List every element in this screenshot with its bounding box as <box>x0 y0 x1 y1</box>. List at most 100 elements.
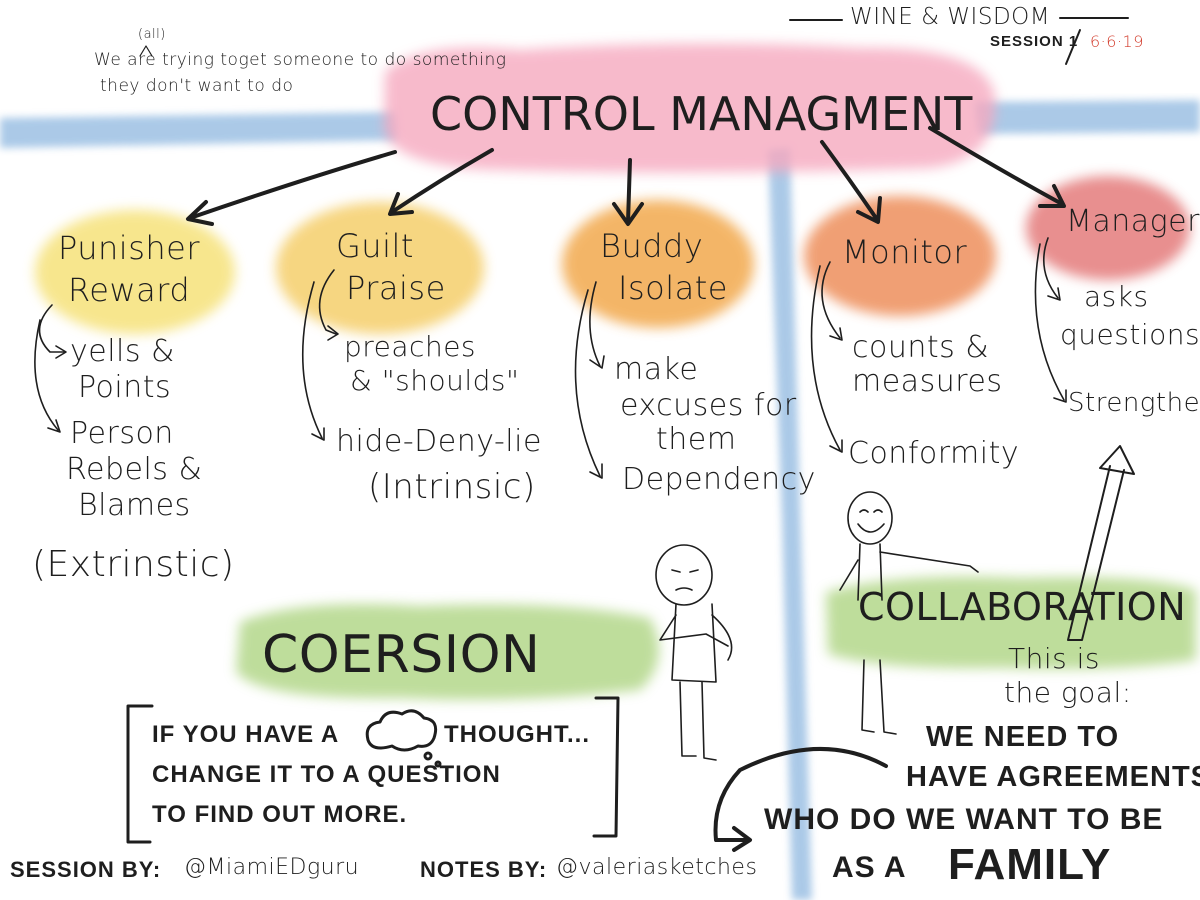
arrow-to-punisher <box>188 150 397 220</box>
session-by-handle: @MiamiEDguru <box>184 855 360 880</box>
manager-item: Strengthen <box>1068 388 1200 418</box>
monitor-item: counts & <box>852 330 990 365</box>
collaboration-highlight <box>826 576 1196 669</box>
note-line-1: We are trying toget someone to do someth… <box>94 50 507 70</box>
goal-line-2: the goal: <box>1004 676 1132 709</box>
blue-divider-vertical <box>768 148 812 900</box>
blue-band-right <box>975 100 1200 134</box>
branch-monitor-1-head <box>829 327 843 341</box>
branch-monitor-2-head <box>829 439 843 453</box>
branch-monitor-1 <box>821 261 841 339</box>
branch-manager-1 <box>1042 237 1059 299</box>
arrow-to-buddy <box>626 158 632 224</box>
agreement-line-2: HAVE AGREEMENTS <box>906 761 1200 793</box>
goal-line-1: This is <box>1008 642 1100 675</box>
branch-buddy-1-head <box>589 355 605 369</box>
style-guilt-title: Guilt <box>336 227 414 265</box>
style-buddy-subtitle: Isolate <box>618 269 728 307</box>
agreement-line-1: WE NEED TO <box>926 721 1120 753</box>
branch-manager-1-head <box>1047 287 1061 301</box>
event-title: WINE & WISDOM <box>850 4 1051 30</box>
branch-punisher-2 <box>34 319 59 431</box>
branch-buddy-1 <box>589 281 601 367</box>
family-line-1: WHO DO WE WANT TO BE <box>764 803 1164 836</box>
tip-line-3: TO FIND OUT MORE. <box>152 801 408 828</box>
tip-bracket-right <box>592 696 620 838</box>
header-slash <box>1065 29 1081 65</box>
session-date: 6·6·19 <box>1090 32 1144 51</box>
tip-bracket-left <box>126 704 154 844</box>
branch-buddy-2 <box>574 289 601 477</box>
happy-stick-figure <box>839 491 979 735</box>
arrowhead-manager <box>1038 184 1066 208</box>
coersion-label: COERSION <box>262 625 541 685</box>
arrow-to-manager <box>928 126 1064 206</box>
guilt-item: preaches <box>344 330 477 363</box>
guilt-item: & "shoulds" <box>350 364 520 397</box>
punisher-tag: (Extrinstic) <box>32 544 235 585</box>
buddy-item: make <box>614 352 699 387</box>
family-word: FAMILY <box>948 840 1112 889</box>
arrowhead-punisher <box>186 200 214 226</box>
arrowhead-guilt <box>388 192 414 216</box>
punisher-item: Points <box>78 370 172 405</box>
monitor-item: Conformity <box>848 436 1020 471</box>
style-guilt-subtitle: Praise <box>346 269 446 307</box>
blob-guilt <box>276 202 484 334</box>
style-buddy-title: Buddy <box>600 227 704 265</box>
blob-buddy <box>562 200 754 328</box>
style-manager-title: Manager <box>1066 204 1200 239</box>
arrow-to-monitor <box>820 140 878 220</box>
blob-manager <box>1026 176 1190 280</box>
note-insert: (all) <box>138 27 166 42</box>
style-monitor-title: Monitor <box>842 233 968 271</box>
punisher-item: Blames <box>78 488 191 523</box>
buddy-item: excuses for <box>620 388 797 423</box>
tip-line-2: CHANGE IT TO A QUESTION <box>152 761 501 788</box>
family-curve-arrowhead <box>732 826 752 852</box>
buddy-item: Dependency <box>622 462 816 497</box>
sad-stick-figure <box>655 544 733 761</box>
style-punisher-title: Punisher <box>58 229 200 267</box>
arrowhead-buddy <box>612 202 644 226</box>
branch-manager-2-head <box>1053 389 1067 403</box>
branch-monitor-2 <box>810 265 841 451</box>
branch-guilt-1-head <box>327 325 339 341</box>
note-line-2: they don't want to do <box>100 76 294 96</box>
punisher-item: Person <box>70 416 174 451</box>
main-title: CONTROL MANAGMENT <box>430 87 973 141</box>
thought-cloud-icon <box>365 709 442 768</box>
monitor-item: measures <box>852 364 1003 399</box>
family-line-2a: AS A <box>832 851 907 884</box>
tip-line-1b: THOUGHT... <box>444 721 590 748</box>
punisher-item: yells & <box>70 334 175 369</box>
branch-punisher-1 <box>38 304 65 353</box>
guilt-tag: (Intrinsic) <box>368 467 536 507</box>
punisher-item: Rebels & <box>66 452 203 487</box>
blue-band-left <box>0 112 398 148</box>
style-punisher-subtitle: Reward <box>68 271 191 309</box>
blob-monitor <box>804 196 996 316</box>
notes-by-handle: @valeriasketches <box>556 855 758 880</box>
guilt-item: hide-Deny-lie <box>336 424 542 459</box>
buddy-item: them <box>656 422 737 457</box>
collaboration-label: COLLABORATION <box>858 585 1187 629</box>
branch-punisher-1-head <box>55 345 67 359</box>
arrow-to-guilt <box>390 148 494 214</box>
notes-by-label: NOTES BY: <box>420 857 548 882</box>
branch-punisher-2-head <box>47 419 61 433</box>
branch-guilt-1 <box>318 269 337 335</box>
arrowhead-monitor <box>856 196 882 224</box>
manager-item: asks <box>1084 280 1149 313</box>
branch-buddy-2-head <box>589 463 603 479</box>
strengthen-arrow <box>1067 445 1135 641</box>
session-label: SESSION 1 <box>990 33 1079 50</box>
manager-item: questions <box>1060 318 1200 351</box>
branch-manager-2 <box>1034 243 1065 401</box>
coersion-highlight <box>236 604 659 700</box>
tip-line-1a: IF YOU HAVE A <box>152 721 340 748</box>
title-highlight <box>384 43 996 173</box>
blob-punisher <box>35 210 235 334</box>
